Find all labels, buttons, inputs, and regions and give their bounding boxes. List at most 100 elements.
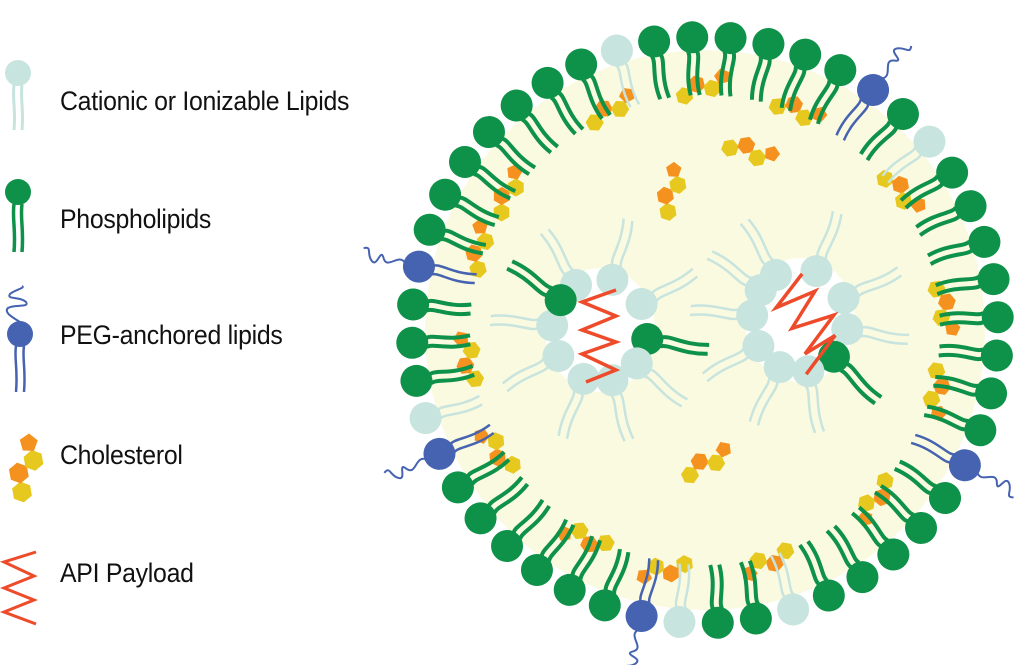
peg-chain: [621, 628, 640, 665]
lipid-head: [553, 573, 586, 606]
lipid-tail: [806, 540, 829, 583]
lipid-tail: [701, 347, 745, 375]
lipid-head: [789, 38, 822, 71]
phospholipid: [448, 145, 517, 201]
peg-lipid: [621, 558, 660, 665]
lipid-tail: [881, 146, 917, 177]
legend-item-peg: PEG-anchored lipids: [0, 282, 440, 392]
phospholipid: [938, 339, 1013, 372]
lipid-tail: [833, 524, 861, 565]
phospholipid: [850, 505, 910, 571]
lipid-tail: [689, 313, 739, 321]
lipid-tail: [618, 391, 635, 440]
cholesterol-ring: [8, 462, 29, 484]
payload-zigzag: [577, 288, 622, 384]
lipid-tail: [739, 222, 767, 266]
lipid-head: [620, 347, 653, 380]
cholesterol-ring: [795, 109, 814, 127]
cationic-lipid: [706, 250, 777, 307]
lipid-tail: [674, 563, 682, 609]
lipid-tail: [727, 51, 737, 97]
lipid-tail: [426, 298, 472, 308]
peg-chain: [976, 471, 1014, 499]
lipid-tail: [887, 153, 923, 184]
lipid-tail: [650, 267, 694, 295]
lipid-head: [596, 364, 629, 397]
lipid-tail: [825, 529, 853, 570]
cationic-lipid: [800, 210, 843, 288]
lipid-tail: [449, 423, 491, 446]
lipid-head: [520, 554, 553, 587]
phospholipid: [798, 540, 845, 612]
lipid-tail: [478, 164, 517, 193]
lipid-tail: [527, 111, 560, 149]
lipid-tail: [436, 394, 480, 412]
cholesterol-ring: [647, 557, 665, 576]
lipid-tail: [610, 218, 625, 266]
lipid-head: [981, 301, 1014, 334]
lipid-tail: [839, 368, 877, 406]
lipid-tail: [816, 84, 840, 125]
lipid-head: [736, 299, 769, 332]
lipid-tail: [938, 352, 984, 362]
lipid-tail: [778, 552, 795, 596]
lipid-head: [544, 284, 577, 317]
phospholipid: [825, 524, 879, 594]
lipid-tail: [690, 304, 740, 312]
cholesterol-ring: [508, 178, 524, 197]
lipid-tail: [506, 266, 548, 298]
lipid-head: [565, 48, 598, 81]
lipid-tail: [904, 182, 945, 210]
cholesterol-ring: [659, 203, 677, 221]
lipid-tail: [623, 61, 641, 105]
lipid-tail: [923, 413, 967, 432]
lipid-head: [567, 362, 600, 395]
lipid-head: [423, 437, 456, 470]
cholesterol-ring: [748, 149, 766, 167]
phospholipid: [859, 97, 919, 162]
lipid-head: [714, 22, 747, 55]
lipid-tail: [443, 228, 487, 247]
phospholipid: [714, 22, 747, 97]
lipid-tail: [428, 364, 474, 377]
phospholipid: [506, 259, 577, 317]
lipid-head: [536, 309, 569, 342]
lipid-tail: [549, 95, 577, 136]
lipid-head: [531, 66, 564, 99]
cholesterol-ring: [19, 433, 38, 451]
lipid-tail: [501, 357, 545, 385]
cholesterol-ring: [876, 472, 894, 490]
lipid-head: [827, 282, 860, 315]
lipid-tail: [865, 126, 899, 162]
cholesterol-ring: [570, 522, 589, 539]
phospholipid: [400, 364, 476, 397]
lipid-head: [409, 402, 442, 435]
lipid-tail: [440, 237, 484, 256]
lipid-tail: [610, 394, 626, 442]
lipid-tail: [453, 431, 495, 454]
lipid-tail: [779, 65, 798, 109]
lipid-head: [429, 178, 462, 211]
lipid-tail: [816, 210, 835, 257]
lipid-tail: [649, 368, 689, 401]
cationic-lipid: [596, 364, 635, 442]
cholesterol-ring: [715, 442, 731, 458]
peg-lipid: [910, 433, 1014, 499]
cholesterol-ring: [892, 175, 909, 194]
cholesterol-molecule: [656, 161, 687, 221]
lipid-head: [777, 593, 810, 626]
lipid-tail: [804, 385, 817, 434]
cholesterol-ring: [611, 101, 630, 117]
lipid-tail: [603, 548, 622, 592]
lipid-tail: [501, 136, 537, 170]
cholesterol-ring: [927, 362, 946, 380]
lipid-tail: [495, 143, 531, 176]
phospholipid: [808, 54, 857, 125]
peg-lipid: [835, 45, 913, 141]
lipid-tail: [756, 381, 779, 426]
lipid-tail: [465, 450, 506, 478]
cholesterol-ring: [721, 139, 739, 157]
lipid-tail: [835, 98, 863, 136]
legend-item-payload: API Payload: [0, 530, 440, 640]
lipid-tail: [748, 377, 771, 422]
